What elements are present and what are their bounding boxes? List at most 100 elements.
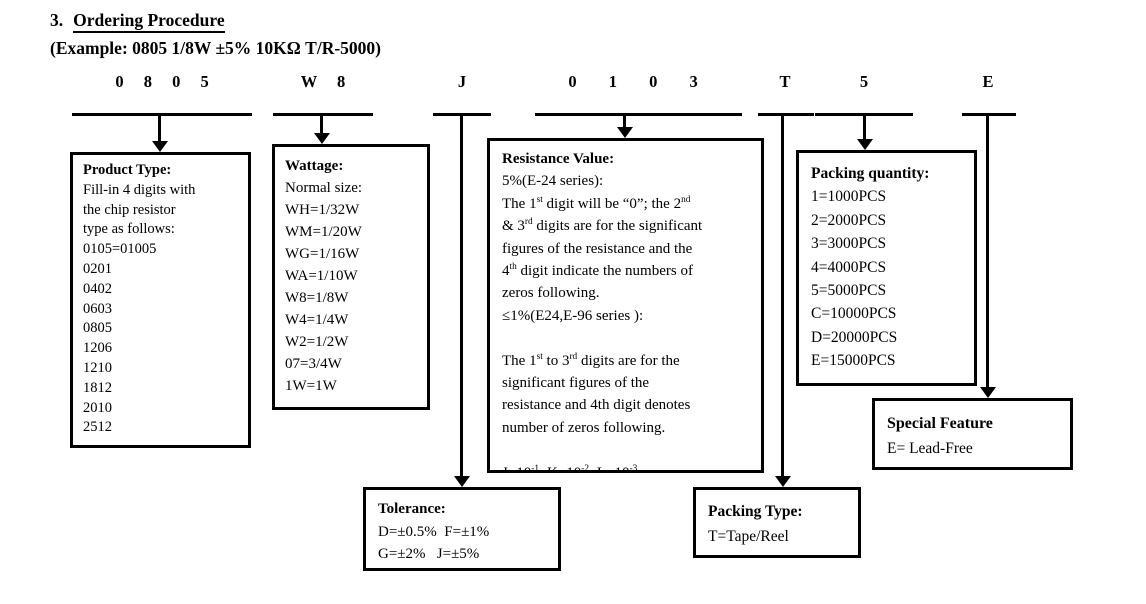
arrow-down-icon — [775, 476, 791, 487]
box-text-line: resistance and 4th digit denotes — [502, 397, 691, 414]
underline-bar — [962, 113, 1016, 116]
box-text-line: Normal size: — [285, 180, 363, 196]
box-text-line: 2=2000PCS — [811, 211, 887, 229]
box-text-line: Fill-in 4 digits with — [83, 181, 196, 198]
underline-bar — [535, 113, 742, 116]
connector-line — [623, 116, 626, 128]
packing-type-box: Packing Type: T=Tape/Reel — [693, 487, 861, 558]
box-title: Special Feature — [887, 415, 993, 432]
box-text-line: E=15000PCS — [811, 352, 896, 370]
box-title: Wattage: — [285, 158, 344, 174]
special-feature-box: Special Feature E= Lead-Free — [872, 398, 1073, 470]
box-text-line: 2512 — [83, 419, 112, 436]
connector-line — [460, 116, 463, 477]
underline-bar — [72, 113, 252, 116]
box-text-line: 07=3/4W — [285, 356, 342, 372]
box-text-line: W2=1/2W — [285, 334, 349, 350]
box-title: Packing quantity: — [811, 165, 930, 182]
box-title: Packing Type: — [708, 503, 803, 520]
box-text-line — [502, 327, 749, 349]
connector-line — [863, 116, 866, 140]
box-text-line: E= Lead-Free — [887, 440, 973, 457]
box-text-line: 1206 — [83, 340, 112, 357]
section-title: Ordering Procedure — [73, 10, 225, 33]
box-text-line: 4th digit indicate the numbers of — [502, 262, 693, 280]
box-lines: E= Lead-Free — [887, 436, 1058, 461]
box-lines: D=±0.5% F=±1% G=±2% J=±5% — [378, 521, 546, 566]
box-text-line: D=20000PCS — [811, 328, 898, 346]
box-text-line: significant figures of the — [502, 375, 650, 392]
example-line: (Example: 0805 1/8W ±5% 10KΩ T/R-5000) — [50, 38, 381, 58]
box-text-line: WM=1/20W — [285, 224, 362, 240]
box-text-line: 1=1000PCS — [811, 188, 887, 206]
underline-bar — [273, 113, 373, 116]
box-text-line: 4=4000PCS — [811, 258, 887, 276]
arrow-down-icon — [857, 139, 873, 150]
box-text-line: 1210 — [83, 359, 112, 376]
box-text-line: type as follows: — [83, 221, 175, 238]
arrow-down-icon — [152, 141, 168, 152]
box-text-line: & 3rd digits are for the significant — [502, 217, 703, 235]
section-number: 3. — [50, 10, 64, 30]
box-text-line: D=±0.5% F=±1% — [378, 523, 490, 540]
box-title: Resistance Value: — [502, 151, 615, 167]
code-segment-resistance: 0 1 0 3 — [568, 72, 698, 91]
tolerance-box: Tolerance: D=±0.5% F=±1% G=±2% J=±5% — [363, 487, 561, 571]
connector-line — [158, 116, 161, 142]
arrow-down-icon — [617, 127, 633, 138]
box-text-line: WA=1/10W — [285, 268, 358, 284]
arrow-down-icon — [314, 133, 330, 144]
code-segment-packing-type: T — [779, 72, 791, 91]
box-text-line: C=10000PCS — [811, 305, 897, 323]
box-text-line: 1W=1W — [285, 378, 337, 394]
box-text-line: ≤1%(E24,E-96 series ): — [502, 307, 644, 324]
box-text-line: G=±2% J=±5% — [378, 546, 480, 562]
box-lines: Fill-in 4 digits with the chip resistor ty… — [83, 181, 238, 438]
box-text-line: W4=1/4W — [285, 312, 349, 328]
resistance-value-box: Resistance Value: 5%(E-24 series):The 1s… — [487, 138, 764, 473]
connector-line — [986, 116, 989, 387]
box-text-line — [502, 439, 749, 461]
wattage-box: Wattage: Normal size: WH=1/32W WM=1/20W WG=… — [272, 144, 430, 410]
box-title: Product Type: — [83, 162, 172, 178]
box-text-line: zeros following. — [502, 285, 600, 302]
underline-bar — [433, 113, 491, 116]
box-text-line: 1812 — [83, 379, 112, 396]
box-text-line: figures of the resistance and the — [502, 240, 693, 257]
code-segment-tolerance: J — [457, 72, 467, 91]
box-text-line: The 1st to 3rd digits are for the — [502, 351, 680, 369]
arrow-down-icon — [980, 387, 996, 398]
box-text-line: T=Tape/Reel — [708, 528, 789, 545]
box-text-line: 0603 — [83, 300, 112, 317]
box-lines: T=Tape/Reel — [708, 524, 846, 549]
code-segment-wattage: W 8 — [300, 72, 346, 91]
box-lines: 5%(E-24 series):The 1st digit will be “0… — [502, 170, 749, 473]
underline-bar — [815, 113, 913, 116]
box-text-line: WG=1/16W — [285, 246, 360, 262]
box-text-line: 0402 — [83, 280, 112, 297]
box-text-line: WH=1/32W — [285, 202, 360, 218]
box-text-line: 5=5000PCS — [811, 282, 887, 300]
box-text-line: 2010 — [83, 399, 112, 416]
arrow-down-icon — [454, 476, 470, 487]
code-segment-special-feature: E — [982, 72, 994, 91]
box-text-line: J=10-1; K=10-2; L=10-3 — [502, 463, 638, 473]
connector-line — [781, 116, 784, 477]
page-title: 3. Ordering Procedure — [50, 10, 225, 33]
box-text-line: the chip resistor — [83, 201, 176, 218]
box-text-line: 0201 — [83, 260, 112, 277]
underline-bar — [758, 113, 814, 116]
box-title: Tolerance: — [378, 501, 446, 517]
code-segment-product: 0 8 0 5 — [115, 72, 209, 91]
box-lines: Normal size: WH=1/32W WM=1/20W WG=1/16W WA=1… — [285, 177, 417, 397]
box-text-line: number of zeros following. — [502, 419, 666, 436]
box-text-line: W8=1/8W — [285, 290, 349, 306]
box-text-line: 0805 — [83, 320, 112, 337]
box-text-line: 5%(E-24 series): — [502, 173, 604, 190]
box-text-line: 0105=01005 — [83, 241, 157, 258]
product-type-box: Product Type: Fill-in 4 digits with the c… — [70, 152, 251, 448]
code-segment-packing-quantity: 5 — [859, 72, 869, 91]
